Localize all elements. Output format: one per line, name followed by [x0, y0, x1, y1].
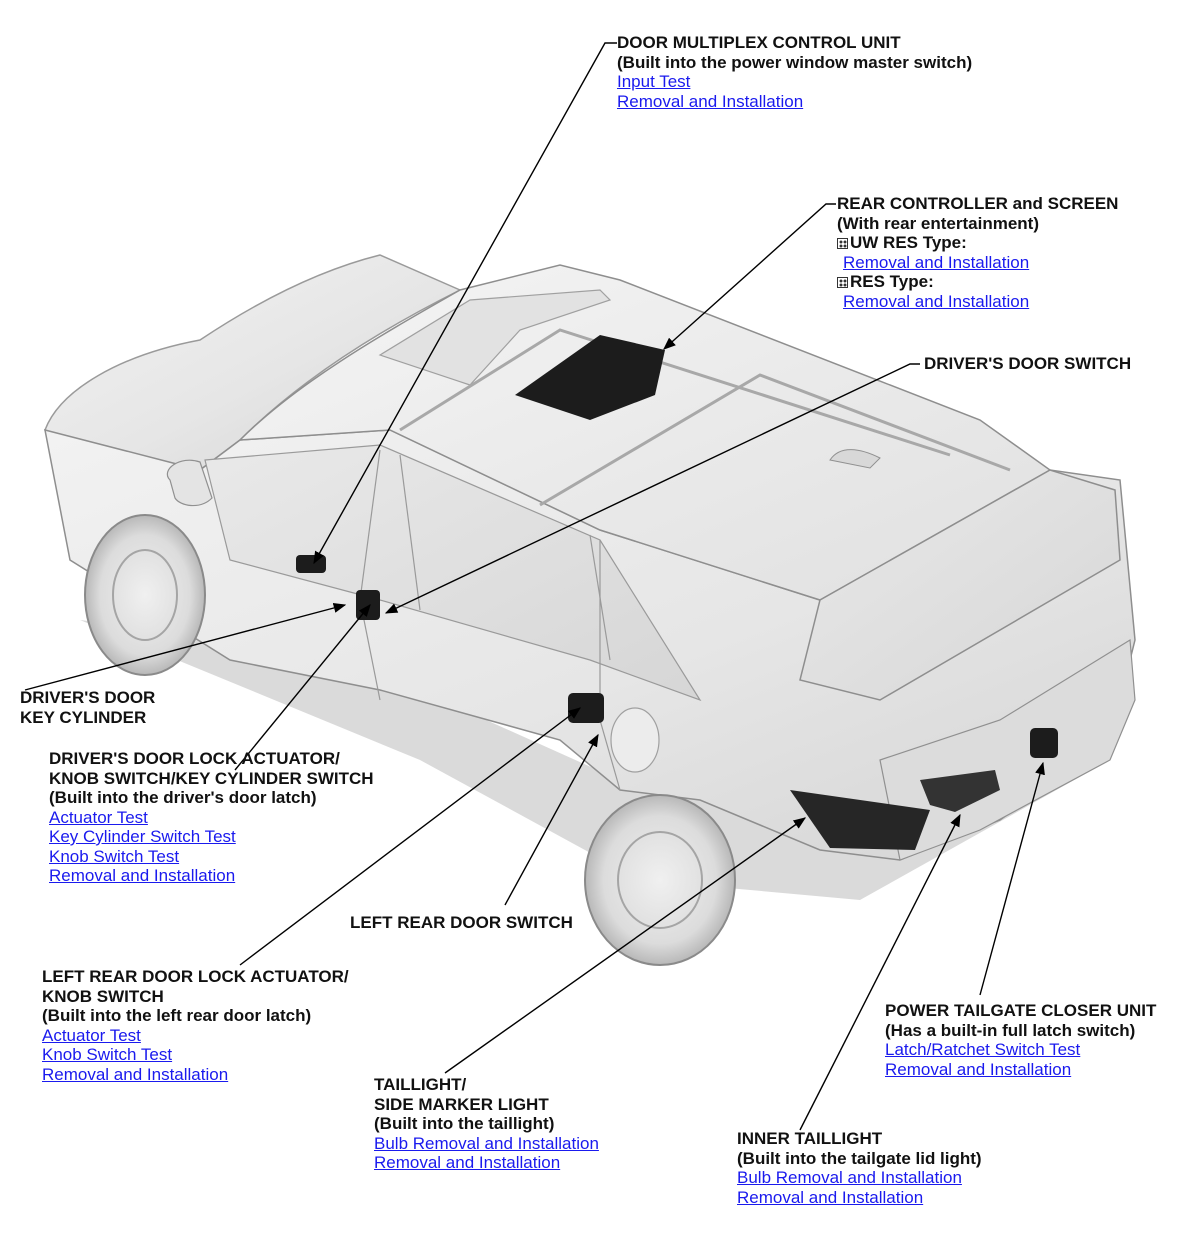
uw-res-type-text: UW RES Type: — [850, 233, 967, 252]
taillight-part — [790, 790, 930, 850]
front-wheel — [84, 514, 206, 676]
uw-res-type-label: UW RES Type: — [837, 233, 1118, 253]
callout-title-line1: TAILLIGHT/ — [374, 1075, 467, 1094]
input-test-link[interactable]: Input Test — [617, 72, 691, 91]
callout-rear-controller: REAR CONTROLLER and SCREEN (With rear en… — [837, 194, 1118, 311]
res-type-text: RES Type: — [850, 272, 934, 291]
callout-subtitle: (Built into the left rear door latch) — [42, 1006, 312, 1025]
removal-installation-link[interactable]: Removal and Installation — [617, 91, 804, 111]
callout-title-line1: LEFT REAR DOOR LOCK ACTUATOR/ — [42, 967, 349, 986]
vehicle-body — [44, 254, 1136, 900]
leader-drivers-door-switch — [384, 363, 920, 614]
callout-title: REAR CONTROLLER and SCREEN — [837, 194, 1119, 213]
leader-tailgate-closer — [979, 761, 1045, 996]
callout-subtitle: (Built into the tailgate lid light) — [737, 1148, 982, 1168]
leader-lines — [24, 42, 1045, 1131]
inner-taillight-part — [920, 770, 1000, 812]
removal-installation-link[interactable]: Removal and Installation — [374, 1153, 561, 1172]
wheels — [84, 514, 736, 966]
latch-ratchet-switch-test-link[interactable]: Latch/Ratchet Switch Test — [885, 1040, 1081, 1059]
leader-drivers-door-lock-actuator — [234, 604, 371, 771]
callout-title: INNER TAILLIGHT — [737, 1129, 883, 1148]
leader-taillight — [444, 817, 807, 1074]
callout-title-line1: DRIVER'S DOOR LOCK ACTUATOR/ — [49, 749, 340, 768]
drivers-door-latch-part — [356, 590, 380, 620]
callout-title: POWER TAILGATE CLOSER UNIT — [885, 1001, 1157, 1020]
leader-left-rear-door-switch — [504, 733, 599, 906]
callout-title: DOOR MULTIPLEX CONTROL UNIT — [617, 33, 901, 52]
callout-subtitle: (Has a built-in full latch switch) — [885, 1020, 1136, 1040]
callout-title-line2: KNOB SWITCH — [42, 986, 164, 1006]
leader-left-rear-door-lock-actuator — [239, 707, 582, 966]
callout-title: DRIVER'S DOOR SWITCH — [924, 354, 1132, 373]
rear-wheel — [584, 794, 736, 966]
removal-installation-link[interactable]: Removal and Installation — [49, 866, 236, 885]
knob-switch-test-link[interactable]: Knob Switch Test — [42, 1045, 173, 1064]
highlighted-parts — [296, 335, 1058, 850]
callout-subtitle: (Built into the driver's door latch) — [49, 788, 317, 807]
tailgate-closer-part — [1030, 728, 1058, 758]
model-variant-icon — [837, 238, 848, 249]
callout-drivers-door-lock-actuator: DRIVER'S DOOR LOCK ACTUATOR/ KNOB SWITCH… — [49, 749, 374, 886]
multiplex-control-unit-part — [296, 555, 326, 573]
leader-door-multiplex — [313, 42, 617, 565]
res-removal-installation-link[interactable]: Removal and Installation — [843, 291, 1030, 311]
bulb-removal-installation-link[interactable]: Bulb Removal and Installation — [374, 1133, 599, 1153]
callout-door-multiplex: DOOR MULTIPLEX CONTROL UNIT (Built into … — [617, 33, 972, 111]
callout-title: LEFT REAR DOOR SWITCH — [350, 913, 573, 932]
callout-left-rear-door-lock-actuator: LEFT REAR DOOR LOCK ACTUATOR/ KNOB SWITC… — [42, 967, 349, 1084]
res-type-label: RES Type: — [837, 272, 1118, 292]
actuator-test-link[interactable]: Actuator Test — [42, 1025, 141, 1045]
callout-power-tailgate-closer: POWER TAILGATE CLOSER UNIT (Has a built-… — [885, 1001, 1156, 1079]
removal-installation-link[interactable]: Removal and Installation — [737, 1187, 924, 1207]
removal-installation-link[interactable]: Removal and Installation — [42, 1064, 229, 1084]
callout-left-rear-door-switch: LEFT REAR DOOR SWITCH — [350, 913, 573, 933]
callout-drivers-door-switch: DRIVER'S DOOR SWITCH — [924, 354, 1131, 374]
callout-subtitle: (Built into the taillight) — [374, 1114, 555, 1133]
callout-title-line2: KNOB SWITCH/KEY CYLINDER SWITCH — [49, 768, 374, 788]
callout-title-line2: KEY CYLINDER — [20, 707, 147, 727]
callout-subtitle: (Built into the power window master swit… — [617, 52, 973, 72]
leader-key-cylinder — [24, 603, 347, 691]
key-cylinder-switch-test-link[interactable]: Key Cylinder Switch Test — [49, 827, 236, 846]
model-variant-icon — [837, 277, 848, 288]
callout-taillight: TAILLIGHT/ SIDE MARKER LIGHT (Built into… — [374, 1075, 599, 1173]
callout-subtitle: (With rear entertainment) — [837, 213, 1039, 233]
callout-title-line2: SIDE MARKER LIGHT — [374, 1094, 549, 1114]
removal-installation-link[interactable]: Removal and Installation — [885, 1059, 1072, 1079]
actuator-test-link[interactable]: Actuator Test — [49, 807, 148, 827]
callout-drivers-door-key-cylinder: DRIVER'S DOOR KEY CYLINDER — [20, 688, 155, 727]
callout-title-line1: DRIVER'S DOOR — [20, 688, 156, 707]
bulb-removal-installation-link[interactable]: Bulb Removal and Installation — [737, 1168, 962, 1187]
leader-inner-taillight — [799, 813, 961, 1131]
knob-switch-test-link[interactable]: Knob Switch Test — [49, 846, 180, 866]
left-rear-door-latch-part — [568, 693, 604, 723]
rear-controller-part — [515, 335, 665, 420]
leader-rear-controller — [663, 203, 836, 350]
uw-res-removal-installation-link[interactable]: Removal and Installation — [843, 252, 1030, 272]
callout-inner-taillight: INNER TAILLIGHT (Built into the tailgate… — [737, 1129, 982, 1207]
